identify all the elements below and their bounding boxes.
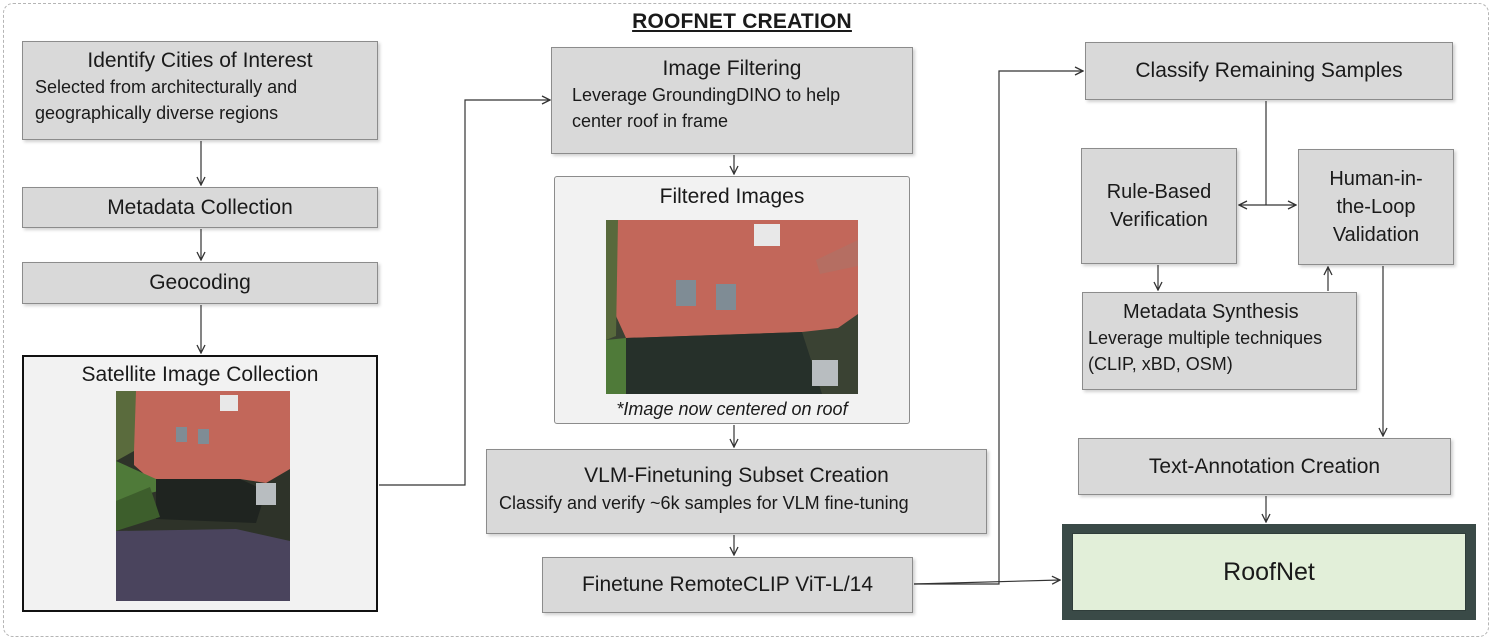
text-annotation-box: Text-Annotation Creation — [1078, 438, 1451, 495]
human-loop-box: Human-in- the-Loop Validation — [1298, 149, 1454, 265]
rule-based-box: Rule-Based Verification — [1081, 148, 1237, 264]
image-filtering-box: Image Filtering Leverage GroundingDINO t… — [551, 47, 913, 154]
filtered-images-caption: Filtered Images — [659, 185, 805, 208]
vlm-subset-heading: VLM-Finetuning Subset Creation — [584, 464, 889, 487]
image-filtering-line-1: Leverage GroundingDINO to help — [572, 85, 841, 105]
human-loop-line-1: Human-in- — [1329, 168, 1423, 190]
human-loop-line-2: the-Loop — [1336, 196, 1416, 218]
arrow-finetune-to-roofnet — [913, 580, 1060, 584]
metadata-synthesis-box: Metadata Synthesis Leverage multiple tec… — [1082, 292, 1357, 390]
rule-based-line-2: Verification — [1110, 209, 1208, 231]
vlm-subset-line-1: Classify and verify ~6k samples for VLM … — [499, 493, 909, 513]
satellite-image-caption: Satellite Image Collection — [81, 363, 319, 386]
roofnet-output-inner: RoofNet — [1072, 533, 1466, 611]
arrow-finetune-to-classify — [914, 71, 1083, 585]
metadata-synthesis-line-2: (CLIP, xBD, OSM) — [1088, 354, 1233, 374]
classify-remaining-box: Classify Remaining Samples — [1085, 42, 1453, 100]
identify-cities-line-2: geographically diverse regions — [35, 103, 279, 123]
finetune-box: Finetune RemoteCLIP ViT-L/14 — [542, 557, 913, 613]
geocoding-box: Geocoding — [22, 262, 378, 304]
diagram-title: ROOFNET CREATION — [632, 10, 852, 33]
aerial-roof-photo-icon — [116, 391, 290, 601]
roofnet-label: RoofNet — [1223, 557, 1315, 586]
metadata-collection-label: Metadata Collection — [107, 195, 293, 219]
rule-based-label: Rule-Based Verification — [1107, 178, 1212, 234]
identify-cities-box: Identify Cities of Interest Selected fro… — [22, 41, 378, 140]
vlm-subset-box: VLM-Finetuning Subset Creation Classify … — [486, 449, 987, 534]
metadata-synthesis-line-1: Leverage multiple techniques — [1088, 328, 1323, 348]
human-loop-label: Human-in- the-Loop Validation — [1329, 165, 1422, 249]
rule-based-line-1: Rule-Based — [1106, 181, 1212, 203]
text-annotation-label: Text-Annotation Creation — [1148, 454, 1381, 478]
aerial-roof-photo-centered-icon — [606, 220, 858, 394]
identify-cities-line-1: Selected from architecturally and — [35, 77, 298, 97]
geocoding-label: Geocoding — [149, 271, 251, 294]
classify-remaining-label: Classify Remaining Samples — [1135, 59, 1403, 82]
filtered-images-panel: Filtered Images *Image now centered on r… — [554, 176, 910, 424]
finetune-label: Finetune RemoteCLIP ViT-L/14 — [581, 573, 874, 596]
metadata-collection-box: Metadata Collection — [22, 187, 378, 228]
diagram-frame — [3, 3, 1489, 637]
metadata-synthesis-heading: Metadata Synthesis — [1123, 301, 1299, 323]
identify-cities-heading: Identify Cities of Interest — [87, 49, 313, 72]
arrow-satellite-to-filtering — [379, 100, 550, 486]
filtered-images-note: *Image now centered on roof — [616, 399, 848, 419]
image-filtering-line-2: center roof in frame — [572, 111, 729, 131]
image-filtering-heading: Image Filtering — [662, 57, 802, 80]
satellite-image-panel: Satellite Image Collection — [22, 355, 378, 612]
roofnet-output-box: RoofNet — [1062, 524, 1476, 620]
human-loop-line-3: Validation — [1332, 224, 1420, 246]
